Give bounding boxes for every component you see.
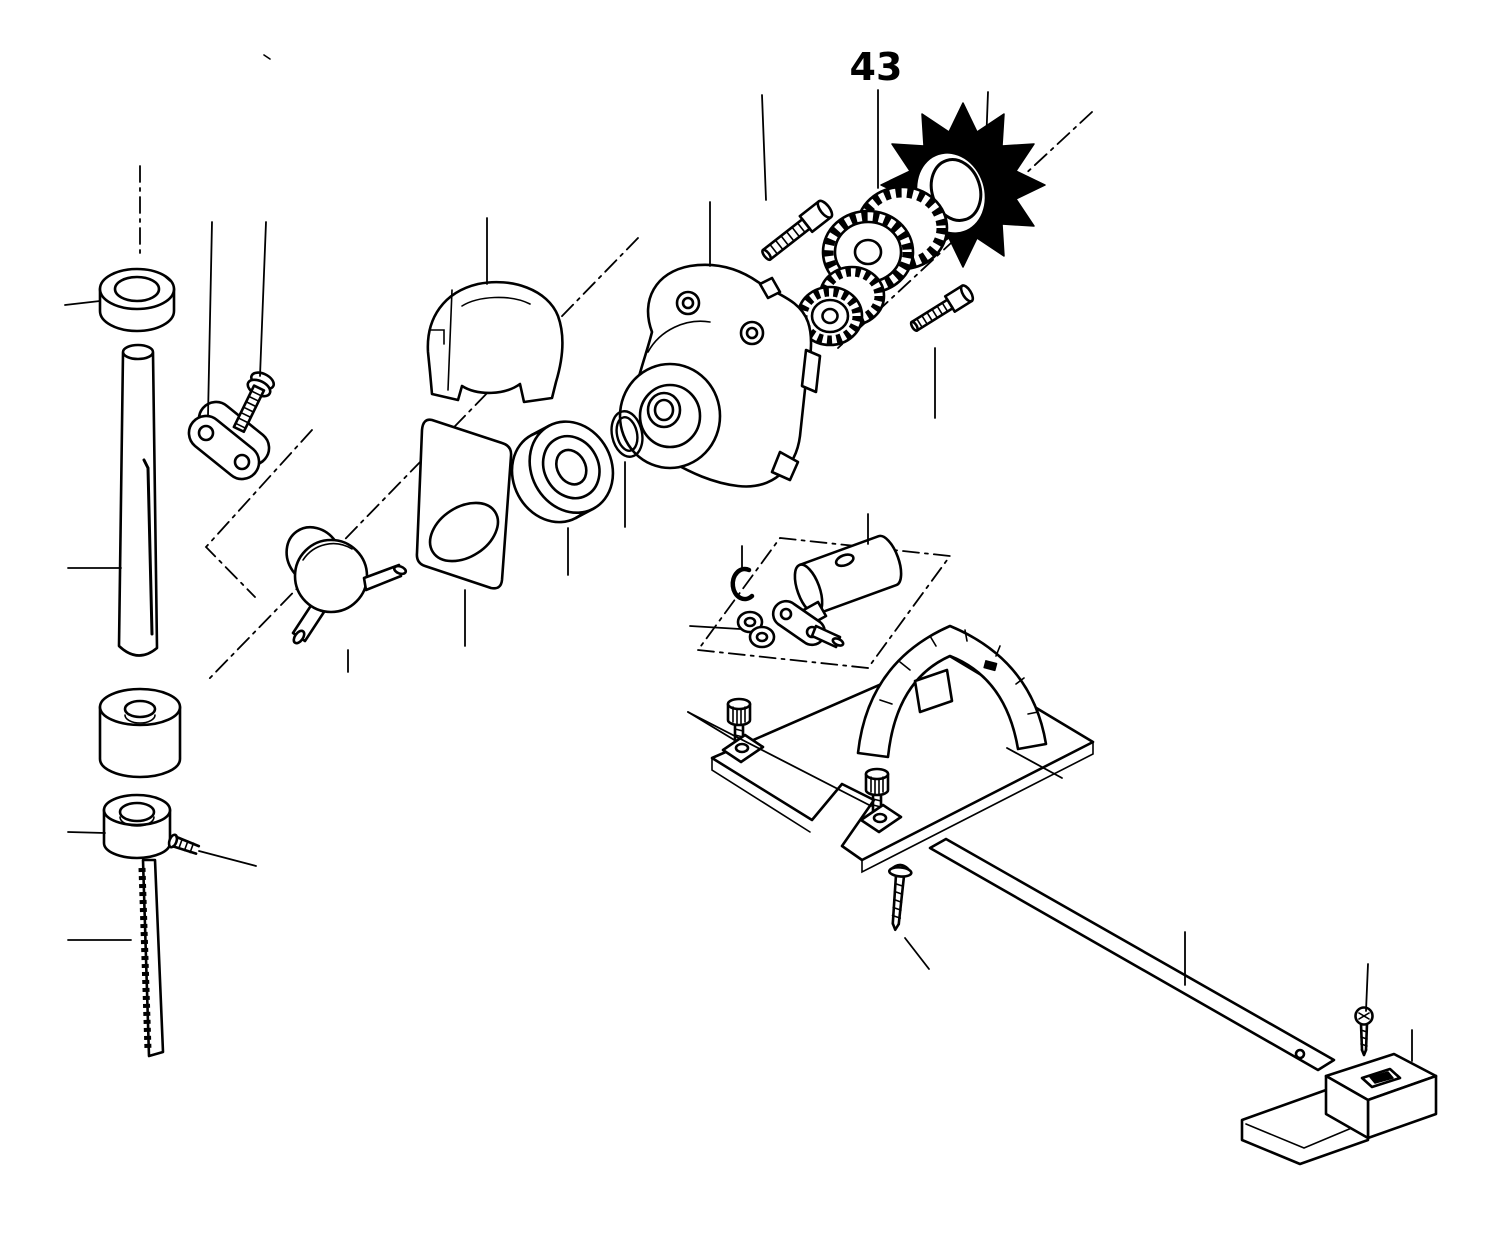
motor-cover xyxy=(426,280,564,404)
washer-link-pin xyxy=(736,599,845,649)
bearing-plate xyxy=(415,418,513,590)
leader-line xyxy=(1006,747,1063,779)
fence-screw xyxy=(1354,1006,1374,1057)
blade-collar xyxy=(102,793,172,860)
spacer-bushing xyxy=(98,687,182,779)
set-screw xyxy=(167,833,201,855)
upper-cap-screw xyxy=(761,199,834,262)
retaining-collar xyxy=(98,267,176,333)
retaining-ring xyxy=(610,410,644,458)
center-line xyxy=(204,429,313,598)
leader-line xyxy=(67,831,106,834)
center-line xyxy=(697,537,952,669)
leader-line xyxy=(207,221,213,417)
crank-cylinder xyxy=(793,534,903,628)
leader-line xyxy=(64,300,101,306)
fence-rail xyxy=(928,837,1336,1072)
link-screw xyxy=(232,371,276,434)
leader-line xyxy=(904,937,930,970)
saw-blade xyxy=(138,858,165,1058)
callout-leader-lines xyxy=(64,91,1413,1062)
leader-line xyxy=(259,221,267,377)
ball-bearing xyxy=(510,420,615,524)
eccentric-crank xyxy=(285,525,408,645)
leader-line xyxy=(689,625,741,630)
leader-line xyxy=(198,850,257,867)
pivot-link xyxy=(187,400,271,481)
circlip xyxy=(730,566,755,602)
part-callout-43: 43 xyxy=(850,45,903,189)
gear-housing xyxy=(618,263,822,488)
guide-rod xyxy=(117,343,159,657)
clamp-knob-front xyxy=(721,697,765,764)
leader-line xyxy=(985,91,989,147)
rip-fence xyxy=(1240,1052,1438,1166)
leader-line xyxy=(1365,963,1369,1012)
base-screw xyxy=(888,863,913,932)
lower-cap-screw xyxy=(909,284,975,332)
leader-line xyxy=(761,94,767,201)
blade-guard xyxy=(856,624,1048,759)
center-line xyxy=(207,237,639,681)
leader-line xyxy=(687,711,872,807)
part-number-label: 43 xyxy=(850,45,903,89)
stray-mark xyxy=(263,54,271,60)
